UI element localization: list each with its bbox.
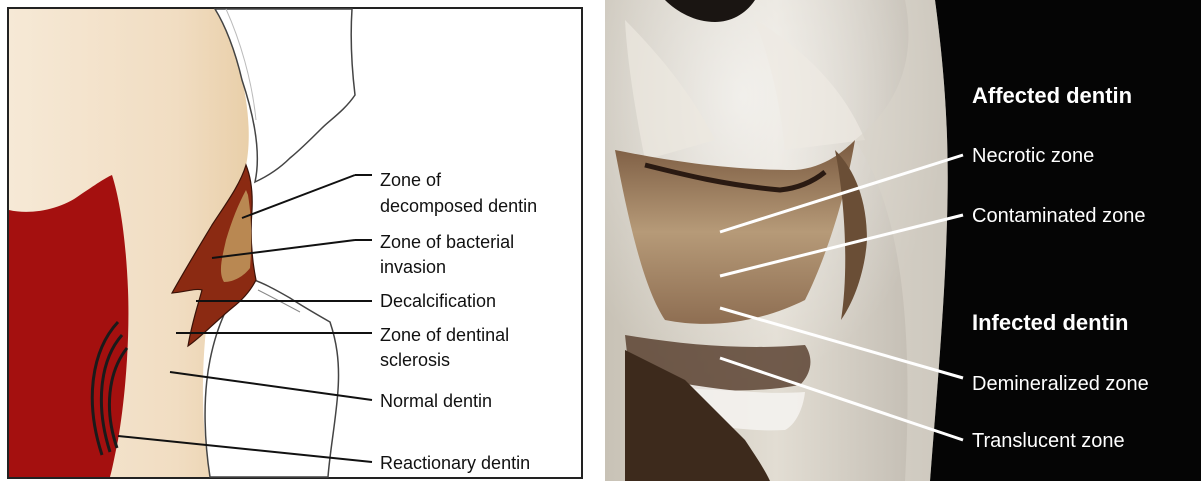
label-decalcification: Decalcification (380, 291, 496, 311)
label-bacterial-line2: invasion (380, 257, 446, 277)
label-decomposed-line2: decomposed dentin (380, 196, 537, 216)
photo-svg: Affected dentin Infected dentin Necrotic… (605, 0, 1201, 481)
label-normal-dentin: Normal dentin (380, 391, 492, 411)
diagram-svg: Zone of decomposed dentin Zone of bacter… (0, 0, 590, 481)
label-demineralized-zone: Demineralized zone (972, 373, 1149, 395)
label-reactionary-dentin: Reactionary dentin (380, 453, 530, 473)
tooth-section-photo-panel: Affected dentin Infected dentin Necrotic… (605, 0, 1201, 481)
pulp-region (9, 175, 128, 477)
label-decomposed-line1: Zone of (380, 170, 442, 190)
heading-infected-dentin: Infected dentin (972, 310, 1128, 335)
label-contaminated-zone: Contaminated zone (972, 205, 1145, 227)
caries-zones-diagram: Zone of decomposed dentin Zone of bacter… (0, 0, 590, 481)
label-translucent-zone: Translucent zone (972, 430, 1125, 452)
label-bacterial-line1: Zone of bacterial (380, 232, 514, 252)
heading-affected-dentin: Affected dentin (972, 83, 1132, 108)
label-sclerosis-line1: Zone of dentinal (380, 325, 509, 345)
label-sclerosis-line2: sclerosis (380, 350, 450, 370)
label-necrotic-zone: Necrotic zone (972, 145, 1094, 167)
